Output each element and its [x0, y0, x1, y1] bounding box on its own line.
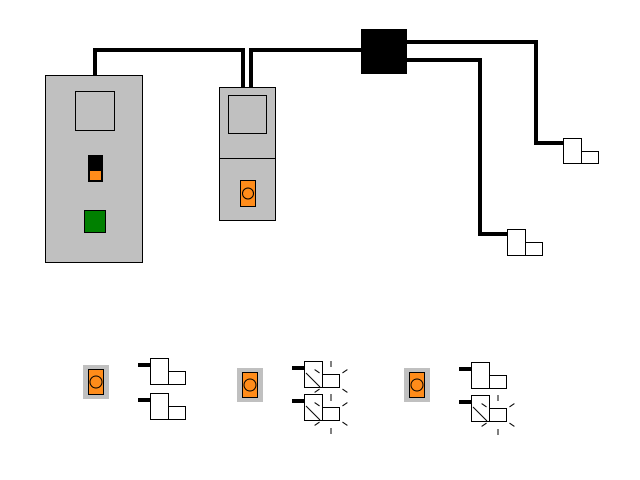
- cable-splitter-to-lamp-left: [406, 58, 510, 236]
- socket-icon: [75, 91, 115, 131]
- push-button-icon: [404, 368, 430, 402]
- push-button-icon[interactable]: [240, 180, 256, 207]
- lamp-lit-icon: [459, 395, 515, 435]
- lamp-icon: [138, 358, 186, 385]
- push-button-icon: [83, 365, 109, 399]
- socket-icon: [228, 95, 267, 134]
- cable-main-to-adapter: [93, 48, 245, 92]
- cable-splitter-to-lamp-right: [406, 40, 566, 145]
- main-control-unit: [45, 75, 143, 263]
- lamp-icon: [507, 229, 543, 256]
- junction-box-icon: [361, 29, 407, 74]
- push-button-icon: [237, 368, 263, 402]
- cable-adapter-to-splitter: [249, 48, 362, 92]
- lamp-icon: [459, 362, 507, 389]
- legend: [83, 358, 515, 435]
- adapter-unit: [219, 87, 276, 221]
- switch-icon[interactable]: [88, 155, 103, 182]
- indicator-light-icon: [84, 210, 106, 233]
- lamp-lit-icon: [292, 361, 348, 401]
- lamp-icon: [138, 393, 186, 420]
- lamp-lit-icon: [292, 394, 348, 434]
- cables: [93, 40, 566, 236]
- lamp-icon: [563, 138, 599, 164]
